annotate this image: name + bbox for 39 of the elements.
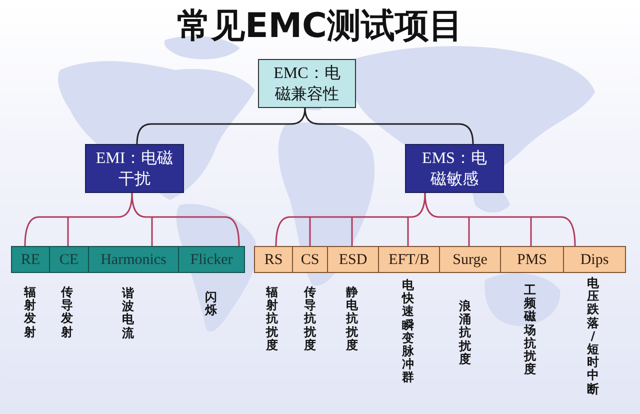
vertical-label: 谐波电流: [122, 287, 134, 340]
test-item-box: ESD: [327, 246, 379, 273]
bracket-connector: [309, 217, 311, 246]
bracket-connector: [407, 217, 409, 246]
bracket-connector: [131, 192, 240, 246]
vertical-label: 浪涌抗扰度: [459, 300, 471, 366]
test-item-box: PMS: [500, 246, 564, 273]
test-item-box: Dips: [563, 246, 626, 273]
concept-box: EMC：电磁兼容性: [258, 59, 356, 108]
test-item-box: RS: [254, 246, 293, 273]
test-item-box: Surge: [439, 246, 501, 273]
vertical-label: 电快速瞬变脉冲群: [402, 279, 414, 384]
bracket-connector: [351, 217, 353, 246]
vertical-label: 静电抗扰度: [346, 286, 358, 352]
bracket-connector: [530, 217, 532, 246]
test-item-box: Harmonics: [88, 246, 179, 273]
bracket-connector: [304, 108, 474, 144]
category-box: EMS：电磁敏感: [405, 144, 504, 193]
test-item-box: Flicker: [178, 246, 245, 273]
test-item-box: EFT/B: [378, 246, 440, 273]
vertical-label: 辐射发射: [24, 286, 36, 339]
test-item-box: CS: [292, 246, 328, 273]
bracket-connector: [275, 192, 426, 246]
bracket-connector: [24, 192, 133, 246]
vertical-label: 辐射抗扰度: [266, 286, 278, 352]
test-item-box: RE: [11, 246, 50, 273]
vertical-label: 电压跌落/短时中断: [587, 277, 599, 396]
vertical-label: 闪烁: [205, 291, 217, 318]
bracket-connector: [468, 217, 470, 246]
bracket-connector: [151, 217, 153, 246]
test-item-box: CE: [49, 246, 89, 273]
bracket-connector: [136, 108, 306, 144]
title: 常见EMC测试项目: [176, 5, 464, 48]
bracket-connector: [67, 217, 69, 246]
vertical-label: 工频磁场抗扰度: [524, 284, 536, 376]
vertical-label: 传导发射: [61, 286, 73, 339]
category-box: EMI：电磁干扰: [85, 144, 184, 193]
vertical-label: 传导抗扰度: [304, 286, 316, 352]
bracket-connector: [424, 192, 576, 246]
